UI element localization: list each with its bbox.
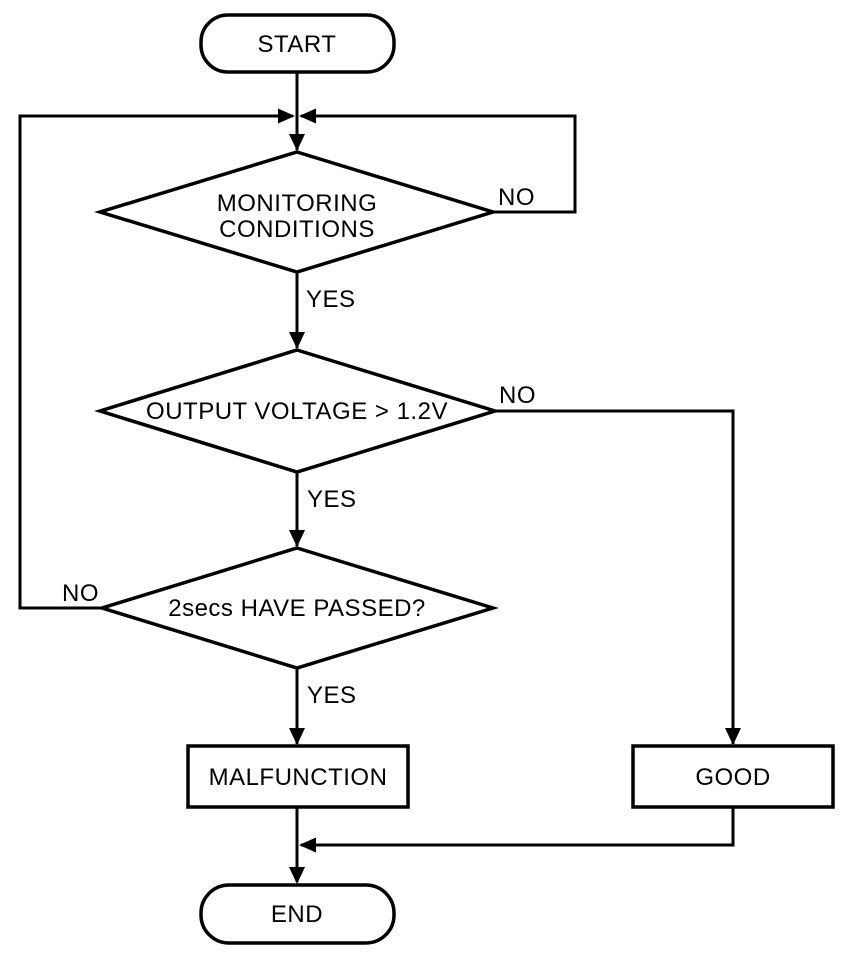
monitoring-no-label: NO: [498, 184, 535, 211]
monitoring-yes-label: YES: [306, 286, 356, 313]
edge-good-merge: [301, 807, 735, 847]
monitoring-conditions-label-line2: CONDITIONS: [219, 216, 375, 243]
voltage-yes-label: YES: [307, 486, 357, 513]
nodes: [93, 13, 835, 945]
passed-yes-label: YES: [307, 682, 357, 709]
node-end: [199, 883, 396, 945]
arrow-into-end-icon: [289, 867, 305, 884]
arrow-into-passed-icon: [289, 530, 305, 547]
arrow-junction-from-left-icon: [278, 108, 295, 124]
start-label: START: [258, 31, 337, 58]
arrowheads: [278, 108, 741, 884]
arrow-into-good-icon: [725, 728, 741, 745]
edge-labels: NO YES NO YES NO YES: [62, 184, 536, 709]
arrow-into-voltage-icon: [289, 332, 305, 349]
arrow-into-monitoring-icon: [289, 134, 305, 151]
good-label: GOOD: [695, 764, 770, 791]
voltage-no-label: NO: [499, 382, 536, 409]
edge-passed-no-loop-left: [18, 114, 293, 610]
malfunction-label: MALFUNCTION: [209, 764, 388, 791]
end-label: END: [271, 901, 323, 928]
arrow-into-malfunction-icon: [289, 728, 305, 745]
edge-voltage-no-to-good: [495, 409, 735, 744]
node-malfunction: [186, 744, 410, 809]
passed-no-label: NO: [62, 580, 99, 607]
edges: [18, 72, 735, 882]
two-secs-passed-label: 2secs HAVE PASSED?: [168, 595, 426, 622]
arrow-junction-from-right-icon: [299, 108, 316, 124]
arrow-merge-from-good-icon: [299, 837, 316, 853]
node-monitoring-conditions: [93, 150, 499, 274]
edge-monitoring-no-loop-right: [301, 114, 577, 214]
monitoring-conditions-label-line1: MONITORING: [217, 190, 378, 217]
node-two-secs-passed: [96, 546, 499, 670]
node-good: [631, 744, 835, 809]
node-start: [199, 13, 396, 74]
node-output-voltage: [94, 348, 501, 474]
output-voltage-label: OUTPUT VOLTAGE > 1.2V: [146, 398, 448, 425]
node-labels: START MONITORING CONDITIONS OUTPUT VOLTA…: [146, 31, 770, 928]
